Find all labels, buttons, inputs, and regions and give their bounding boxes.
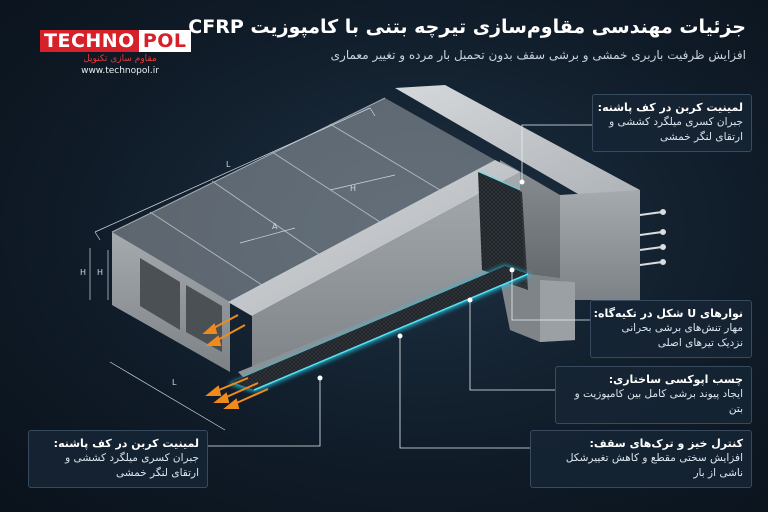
slab-joint-lines xyxy=(111,97,441,286)
dim-label-h-left: H xyxy=(80,268,87,277)
callout-title: چسب اپوکسی ساختاری: xyxy=(608,373,743,386)
joist-web xyxy=(252,172,520,382)
dim-label-l-top: L xyxy=(226,160,231,169)
logo-wordmark: TECHNO POL xyxy=(40,30,200,52)
callout-body: مهار تنش‌های برشی بحرانی نزدیک تیرهای اص… xyxy=(621,322,743,349)
dimension-lines xyxy=(89,107,396,431)
callout-epoxy: چسب اپوکسی ساختاری: ایجاد پیوند برشی کام… xyxy=(555,366,752,424)
logo-url: www.technopol.ir xyxy=(81,66,159,76)
load-arrows xyxy=(202,314,269,409)
callout-laminate-top: لمینیت کربن در کف پاشنه: جبران کسری میلگ… xyxy=(592,94,752,152)
leader-dots xyxy=(317,179,525,381)
leader-lines xyxy=(208,124,592,449)
callout-body: جبران کسری میلگرد کششی و ارتقای لنگر خمش… xyxy=(65,452,199,479)
main-girder-top xyxy=(395,85,640,198)
hollow-cells xyxy=(140,258,222,352)
callout-body: جبران کسری میلگرد کششی و ارتقای لنگر خمش… xyxy=(609,116,743,143)
callout-laminate-bottom: لمینیت کربن در کف پاشنه: جبران کسری میلگ… xyxy=(28,430,208,488)
dim-label-h-inner: H xyxy=(97,268,104,277)
callout-title: نوارهای U شکل در تکیه‌گاه: xyxy=(593,307,743,320)
page-subtitle: افزایش ظرفیت باربری خمشی و برشی سقف بدون… xyxy=(330,48,746,62)
glow-edge-upper xyxy=(479,171,521,191)
u-wrap-side xyxy=(500,182,528,290)
joist-top-flange xyxy=(228,160,520,316)
slab-top xyxy=(112,98,495,302)
logo-tagline: مقاوم سازی تکنوپل xyxy=(83,54,157,64)
callout-deflection: کنترل خیز و ترک‌های سقف: افزایش سختی مقط… xyxy=(530,430,752,488)
callout-title: لمینیت کربن در کف پاشنه: xyxy=(597,101,743,114)
company-logo: TECHNO POL مقاوم سازی تکنوپل www.technop… xyxy=(40,30,200,76)
dim-label-a: A xyxy=(272,222,278,231)
carbon-laminate xyxy=(232,266,528,390)
callout-body: افزایش سختی مقطع و کاهش تغییرشکل ناشی از… xyxy=(565,452,743,479)
dim-label-h-top: H xyxy=(350,184,357,193)
support-column-front xyxy=(540,280,575,342)
dim-label-l-bottom: L xyxy=(172,378,177,387)
logo-part-techno: TECHNO xyxy=(40,30,139,52)
callout-body: ایجاد پیوند برشی کامل بین کامپوزیت و بتن xyxy=(574,388,743,415)
logo-part-pol: POL xyxy=(138,30,191,52)
glow-edge xyxy=(253,273,529,391)
page-title: جزئیات مهندسی مقاوم‌سازی تیرچه بتنی با ک… xyxy=(188,16,746,38)
main-girder-front xyxy=(560,190,640,300)
callout-title: لمینیت کربن در کف پاشنه: xyxy=(53,437,199,450)
callout-title: کنترل خیز و ترک‌های سقف: xyxy=(589,437,744,450)
callout-u-wraps: نوارهای U شکل در تکیه‌گاه: مهار تنش‌های … xyxy=(590,300,752,358)
rebar-stubs xyxy=(639,209,666,266)
